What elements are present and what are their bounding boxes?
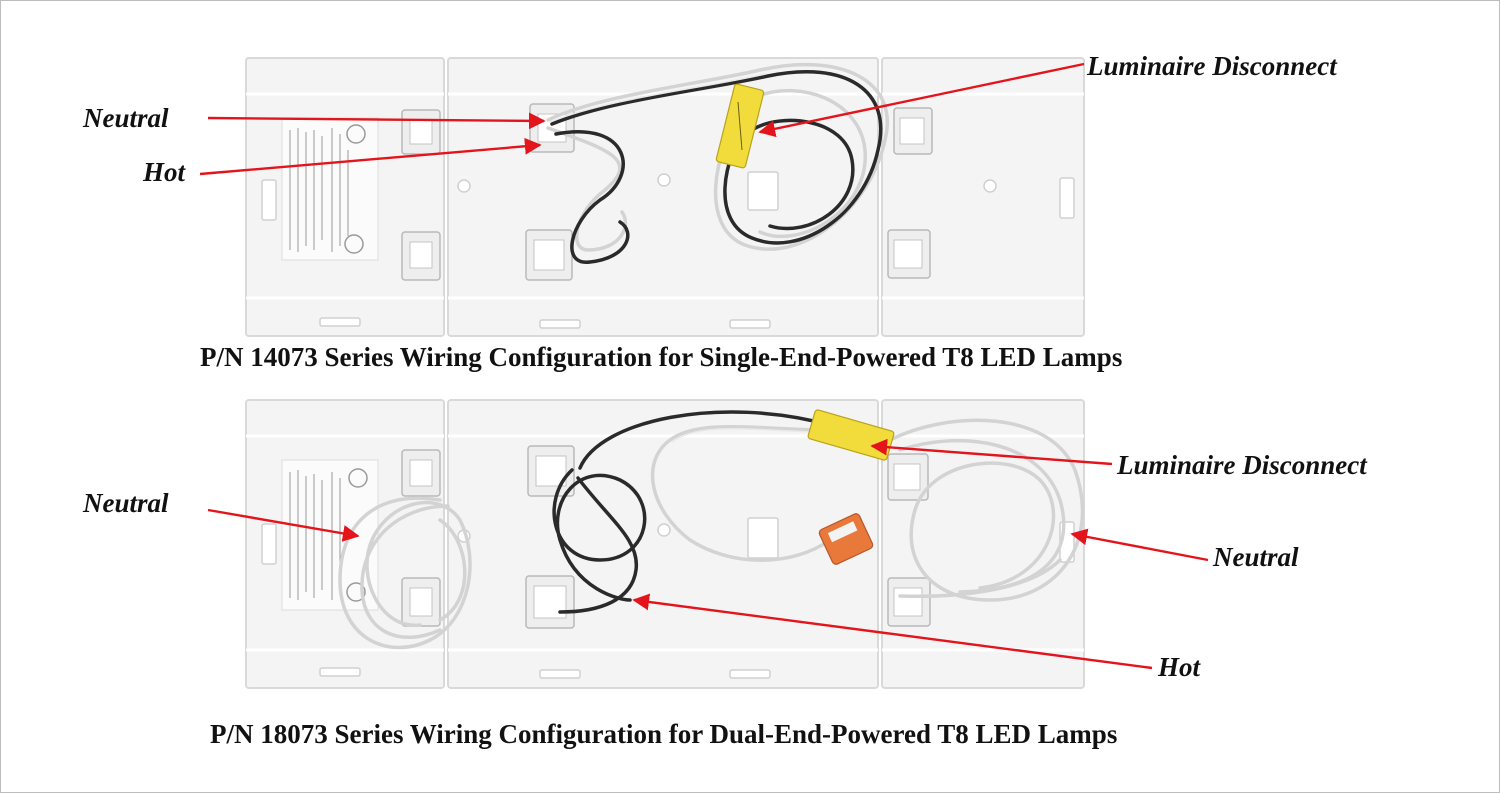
callout-hot-p2: Hot xyxy=(1157,652,1202,682)
lamp-socket-p1-left-bottom xyxy=(401,231,441,281)
bracket-plate-left xyxy=(245,57,445,337)
arrow-hot-p1 xyxy=(199,137,542,176)
callout-disconnect-p1: Luminaire Disconnect xyxy=(1086,51,1338,81)
bracket-plate-center-p2 xyxy=(447,399,879,689)
lamp-socket-p1-left-top xyxy=(401,109,441,155)
lamp-socket-p1-right-top xyxy=(893,107,933,155)
arrow-hot-p2 xyxy=(632,593,1153,670)
panel-dual-end: Neutral Luminaire Disconnect Neutral Hot… xyxy=(82,399,1368,749)
lamp-socket-p2-right-top xyxy=(887,453,929,501)
arrow-disconnect-p2 xyxy=(870,438,1113,466)
luminaire-disconnect-p1 xyxy=(715,83,765,169)
bracket-plate-center xyxy=(447,57,879,337)
arrow-neutral-left-p2 xyxy=(207,508,360,542)
lamp-socket-p1-right-bottom xyxy=(887,229,931,279)
callout-neutral-right-p2: Neutral xyxy=(1212,542,1299,572)
arrow-neutral-p1 xyxy=(207,112,546,130)
callout-neutral-left-p2: Neutral xyxy=(82,488,169,518)
panel-single-end: Neutral Hot Luminaire Disconnect P/N 140… xyxy=(82,51,1338,372)
wire-bundle-p1 xyxy=(546,62,889,264)
callout-neutral-p1: Neutral xyxy=(82,103,169,133)
lamp-socket-p1-center-bottom xyxy=(525,229,573,281)
caption-p1: P/N 14073 Series Wiring Configuration fo… xyxy=(200,342,1122,372)
lamp-socket-p2-left-bottom xyxy=(401,577,441,627)
arrow-neutral-right-p2 xyxy=(1070,528,1209,562)
callout-disconnect-p2: Luminaire Disconnect xyxy=(1116,450,1368,480)
lamp-socket-p2-left-top xyxy=(401,449,441,497)
arrow-disconnect-p1 xyxy=(758,62,1085,138)
lamp-socket-p2-right-bottom xyxy=(887,577,931,627)
lamp-socket-p2-center-bottom xyxy=(525,575,575,629)
lamp-socket-p2-center-top xyxy=(527,445,575,497)
callout-hot-p1: Hot xyxy=(142,157,187,187)
push-in-connector xyxy=(818,513,874,565)
wire-bundle-p2 xyxy=(338,410,1085,650)
caption-p2: P/N 18073 Series Wiring Configuration fo… xyxy=(210,719,1117,749)
